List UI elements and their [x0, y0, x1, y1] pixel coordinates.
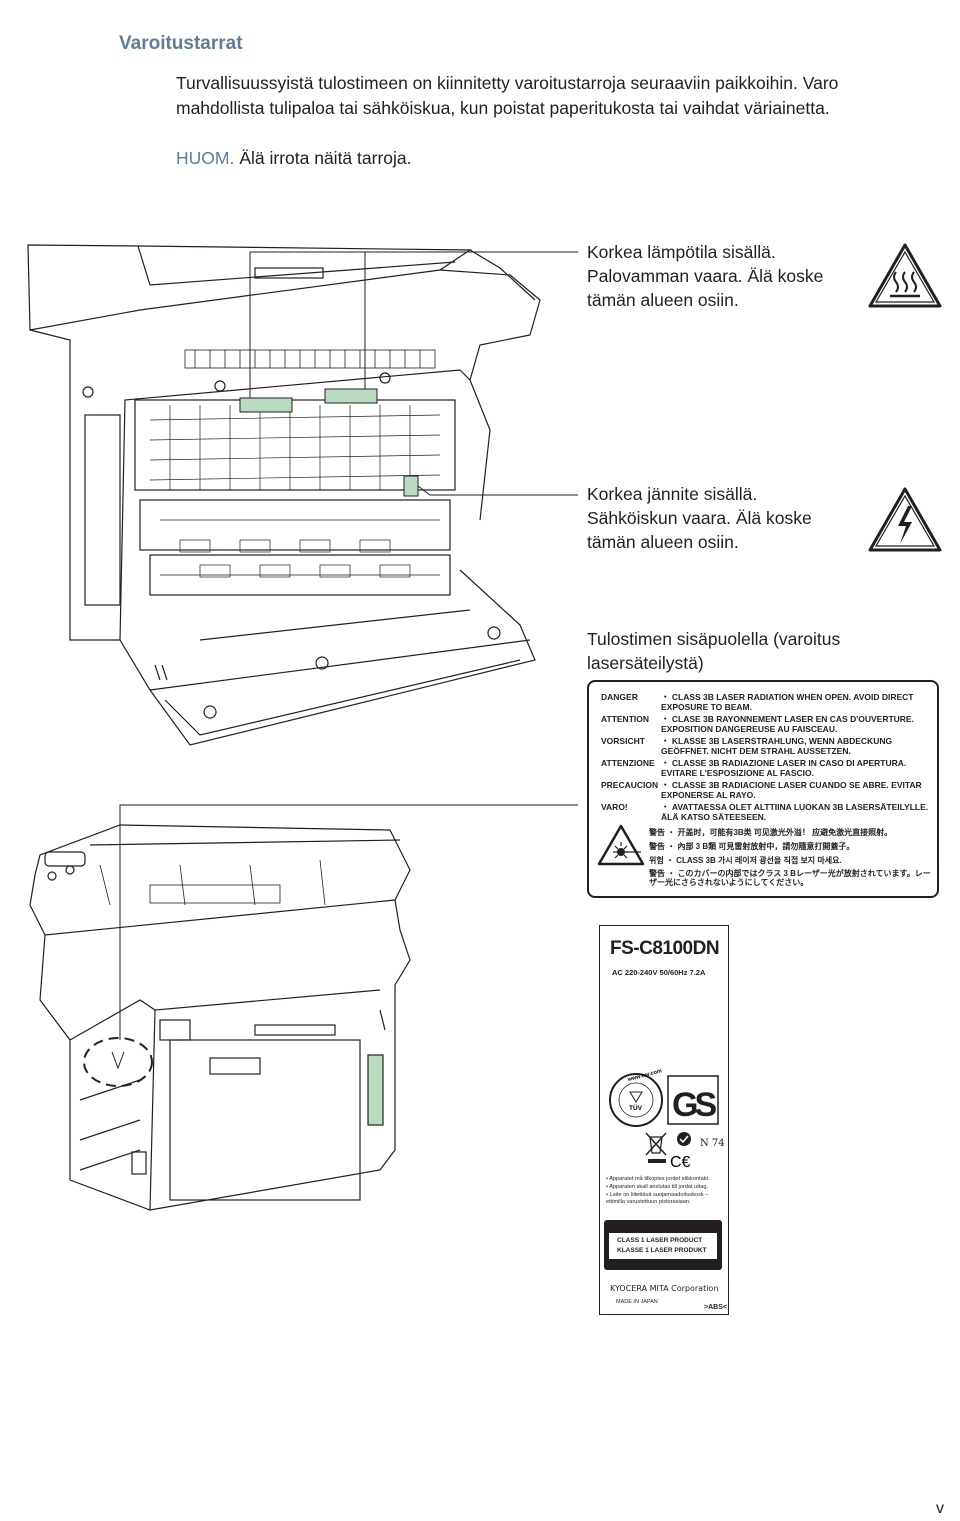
callout-voltage-line2: Sähköiskun vaara. Älä koske: [587, 508, 812, 528]
tuv-gs-certification-icon: www.tuv.com TÜV GS: [609, 1068, 720, 1127]
n74-mark: N 74: [700, 1138, 725, 1149]
laser-warning-text: ・ CLASS 3B LASER RADIATION WHEN OPEN. AV…: [661, 692, 914, 712]
power-rating: AC 220-240V 50/60Hz 7.2A: [612, 968, 706, 977]
laser-hazard-icon: [597, 824, 645, 866]
laser-warning-asia-row: 警告 ・ このカバーの内部ではクラス 3 Bレーザー光が放射されています。レーザ…: [649, 869, 931, 887]
class1-line2: KLASSE 1 LASER PRODUKT: [617, 1247, 707, 1254]
made-in: MADE IN JAPAN: [616, 1299, 658, 1305]
callout-heat-line1: Korkea lämpötila sisällä.: [587, 242, 776, 262]
laser-label-location-marker: [83, 1037, 153, 1087]
callout-heat-line2: Palovamman vaara. Älä koske: [587, 266, 824, 286]
laser-warning-asia-row: 警告 ・ 开盖时，可能有3B类 可见激光外溢！ 应避免激光直接照射。: [649, 828, 893, 837]
callout-laser: Tulostimen sisäpuolella (varoitus lasers…: [587, 627, 907, 675]
laser-warning-key: DANGER: [601, 692, 638, 702]
laser-warning-text: ・ CLASSE 3B RADIAZIONE LASER IN CASO DI …: [661, 758, 907, 778]
callout-heat: Korkea lämpötila sisällä. Palovamman vaa…: [587, 240, 867, 312]
printer-front-illustration: [29, 824, 411, 1211]
safety-note-sv: • Apparaten skall anslutas till jordat u…: [606, 1184, 709, 1190]
note-text: Älä irrota näitä tarroja.: [239, 148, 412, 168]
laser-warning-key: VORSICHT: [601, 736, 645, 746]
laser-warning-text: ・ KLASSE 3B LASERSTRAHLUNG, WENN ABDECKU…: [661, 736, 893, 756]
callout-voltage: Korkea jännite sisällä. Sähköiskun vaara…: [587, 482, 867, 554]
intro-paragraph: Turvallisuussyistä tulostimeen on kiinni…: [176, 73, 839, 118]
heat-label-right: [324, 388, 378, 404]
material-mark: >ABS<: [704, 1304, 727, 1311]
laser-warning-asia-row: 위험 ・ CLASS 3B 가시 레이저 광선을 직접 보지 마세요.: [649, 856, 842, 865]
laser-warning-key: PRECAUCION: [601, 780, 659, 790]
laser-warning-text: ・ CLASSE 3B RADIACIONE LASER CUANDO SE A…: [661, 780, 922, 800]
callout-voltage-line1: Korkea jännite sisällä.: [587, 484, 758, 504]
svg-text:GS: GS: [672, 1086, 716, 1124]
laser-warning-text: ・ CLASE 3B RAYONNEMENT LASER EN CAS D'OU…: [661, 714, 914, 734]
callout-voltage-line3: tämän alueen osiin.: [587, 532, 739, 552]
weee-ce-marks-icon: C€: [645, 1132, 691, 1171]
laser-warning-label: DANGER ・ CLASS 3B LASER RADIATION WHEN OP…: [587, 680, 939, 898]
tuv-name: TÜV: [629, 1103, 643, 1112]
manufacturer: KYOCERA MITA Corporation: [610, 1284, 719, 1293]
laser-warning-key: VARO!: [601, 802, 628, 812]
model-name: FS-C8100DN: [610, 938, 720, 959]
section-heading: Varoitustarrat: [119, 33, 243, 54]
svg-text:C€: C€: [670, 1154, 691, 1171]
laser-warning-text: ・ AVATTAESSA OLET ALTTIINA LUOKAN 3B LAS…: [661, 802, 929, 822]
callout-laser-line2: lasersäteilystä): [587, 653, 704, 673]
note-label: HUOM.: [176, 148, 235, 168]
laser-warning-key: ATTENTION: [601, 714, 650, 724]
callout-heat-line3: tämän alueen osiin.: [587, 290, 739, 310]
laser-warning-key: ATTENZIONE: [601, 758, 655, 768]
rating-label: FS-C8100DN AC 220-240V 50/60Hz 7.2A www.…: [599, 925, 729, 1315]
laser-warning-asia-row: 警告 ・ 內部 3 B類 可見雷射放射中，請勿隨意打開蓋子。: [649, 842, 855, 851]
note: HUOM.Älä irrota näitä tarroja.: [176, 148, 412, 169]
voltage-label: [403, 475, 419, 497]
label-position-v: [111, 1051, 125, 1070]
safety-note-no: • Apparatet må tilkoples jordet stikkont…: [606, 1176, 710, 1182]
page-number: v: [936, 1500, 944, 1517]
heat-label-left: [239, 397, 293, 413]
safety-note-fi: • Laite on liitettävä suojamaadoituskosk…: [606, 1192, 709, 1205]
printer-open-rear-illustration: [27, 244, 541, 746]
electric-shock-icon: [868, 487, 942, 552]
callout-laser-line1: Tulostimen sisäpuolella (varoitus: [587, 629, 841, 649]
class1-line1: CLASS 1 LASER PRODUCT: [617, 1237, 703, 1244]
leader-lines: [119, 251, 578, 1040]
hot-surface-icon: [868, 243, 942, 308]
class1-laser-badge: CLASS 1 LASER PRODUCT KLASSE 1 LASER PRO…: [604, 1220, 722, 1270]
